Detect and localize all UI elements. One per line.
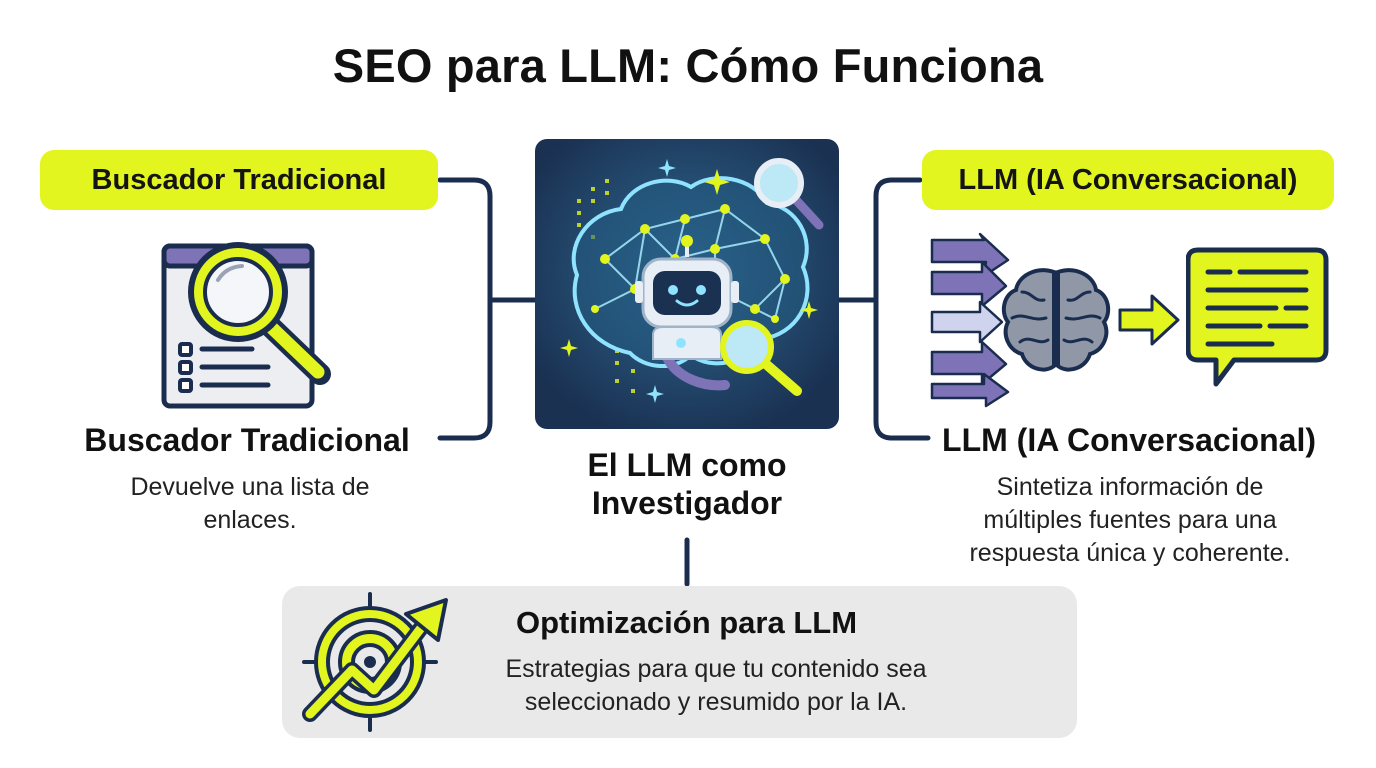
right-pill: LLM (IA Conversacional)	[922, 150, 1334, 210]
search-page-icon	[161, 242, 331, 409]
right-heading: LLM (IA Conversacional)	[942, 422, 1316, 458]
optimization-description: Estrategias para que tu contenido sea se…	[466, 653, 966, 719]
brain-synthesis-icon	[930, 232, 1111, 408]
ai-brain-robot-icon	[535, 139, 839, 429]
chat-bubble-icon	[1186, 247, 1329, 387]
optimization-description-line2: seleccionado y resumido por la IA.	[524, 688, 908, 716]
page-title: SEO para LLM: Cómo Funciona	[332, 39, 1044, 92]
center-title-line1: El LLM como	[587, 447, 787, 483]
optimization-title: Optimización para LLM	[516, 605, 858, 640]
center-title: El LLM como Investigador	[536, 446, 838, 522]
left-pill-label: Buscador Tradicional	[91, 163, 387, 196]
target-growth-icon	[302, 592, 448, 732]
right-pill-label: LLM (IA Conversacional)	[958, 163, 1298, 196]
left-heading: Buscador Tradicional	[84, 422, 410, 458]
center-title-line2: Investigador	[591, 485, 783, 521]
right-description-line2: múltiples fuentes para una	[983, 506, 1277, 534]
left-description: Devuelve una lista de enlaces.	[130, 473, 370, 534]
left-pill: Buscador Tradicional	[40, 150, 438, 210]
right-description: Sintetiza información de múltiples fuent…	[930, 471, 1330, 570]
right-description-line3: respuesta única y coherente.	[969, 539, 1291, 567]
output-arrow-icon	[1118, 294, 1180, 346]
optimization-description-line1: Estrategias para que tu contenido sea	[505, 655, 927, 683]
right-description-line1: Sintetiza información de	[996, 473, 1264, 501]
